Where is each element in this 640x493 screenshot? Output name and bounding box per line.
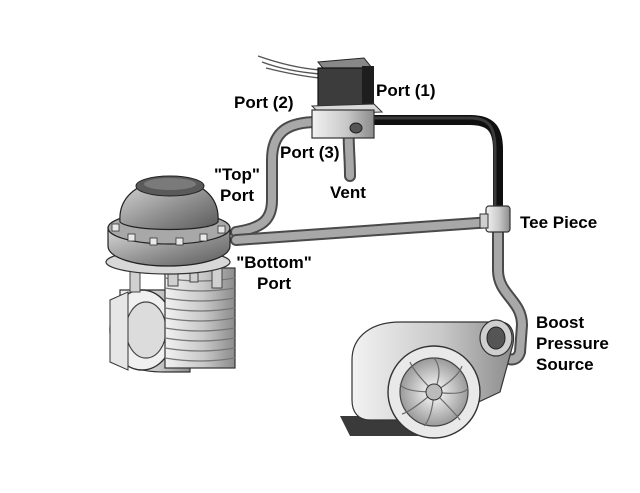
label-top-port-line2: Port — [220, 186, 254, 205]
label-bottom-port: "Bottom" Port — [228, 252, 320, 294]
solenoid-wires — [257, 55, 321, 79]
wastegate-valve — [105, 175, 236, 373]
label-bottom-port-line1: "Bottom" — [236, 253, 312, 272]
label-boost-pressure-source: Boost Pressure Source — [536, 312, 609, 375]
label-top-port: "Top" Port — [202, 164, 272, 206]
label-port-1: Port (1) — [376, 81, 436, 100]
tee-piece-fitting — [479, 205, 511, 233]
label-boost-line1: Boost — [536, 313, 585, 332]
label-top-port-line1: "Top" — [213, 165, 260, 184]
label-boost-line3: Source — [536, 355, 594, 374]
solenoid-valve — [310, 57, 384, 139]
label-port-3: Port (3) — [280, 143, 340, 162]
label-port-2: Port (2) — [234, 93, 294, 112]
label-bottom-port-line2: Port — [257, 274, 291, 293]
label-tee-piece: Tee Piece — [520, 213, 598, 232]
boost-pressure-source-turbo — [340, 319, 515, 439]
label-boost-line2: Pressure — [536, 334, 609, 353]
label-vent: Vent — [330, 183, 366, 202]
hose-port1-to-tee — [367, 115, 503, 210]
